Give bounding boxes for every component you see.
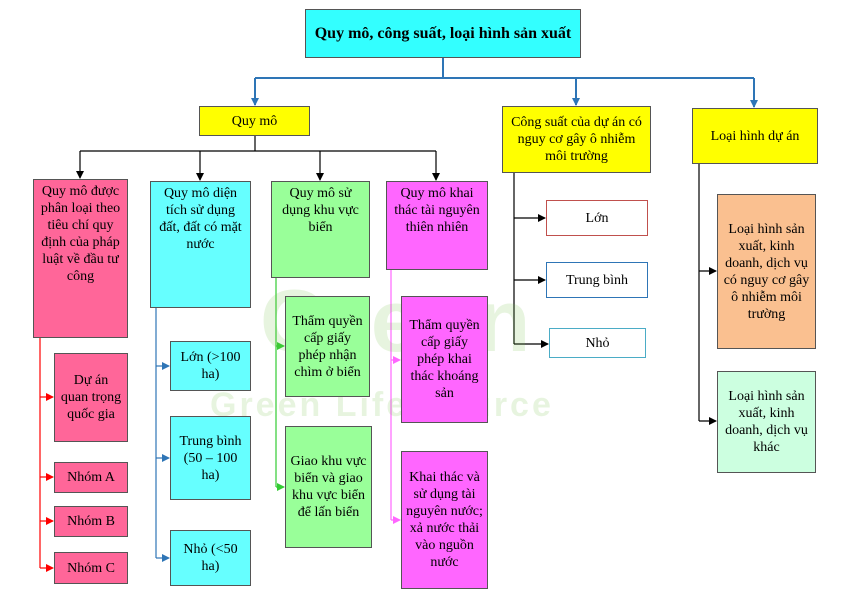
- capacity-node: Công suất của dự án có nguy cơ gây ô nhi…: [502, 106, 651, 173]
- root-node: Quy mô, công suất, loại hình sản xuất: [305, 9, 581, 58]
- land-item-small: Nhỏ (<50 ha): [170, 530, 251, 586]
- sea-item-dumping-permit: Thẩm quyền cấp giấy phép nhận chìm ở biể…: [285, 296, 370, 397]
- type-item-other: Loại hình sản xuất, kinh doanh, dịch vụ …: [717, 371, 816, 473]
- law-item-group-c: Nhóm C: [54, 552, 128, 584]
- law-item-group-a: Nhóm A: [54, 462, 128, 493]
- project-type-node: Loại hình dự án: [692, 108, 818, 164]
- land-item-medium: Trung bình (50 – 100 ha): [170, 416, 251, 500]
- land-item-large: Lớn (>100 ha): [170, 341, 251, 391]
- resource-scale-node: Quy mô khai thác tài nguyên thiên nhiên: [386, 181, 488, 270]
- law-scale-node: Quy mô được phân loại theo tiêu chí quy …: [33, 179, 128, 338]
- capacity-item-small: Nhỏ: [549, 328, 646, 358]
- sea-scale-node: Quy mô sử dụng khu vực biển: [271, 181, 370, 278]
- law-item-national: Dự án quan trọng quốc gia: [54, 353, 128, 442]
- type-item-polluting: Loại hình sản xuất, kinh doanh, dịch vụ …: [717, 194, 816, 349]
- scale-node: Quy mô: [199, 106, 310, 136]
- resource-item-water: Khai thác và sử dụng tài nguyên nước; xả…: [401, 451, 488, 589]
- capacity-item-large: Lớn: [546, 200, 648, 236]
- sea-item-sea-allocation: Giao khu vực biển và giao khu vực biển đ…: [285, 426, 372, 548]
- law-item-group-b: Nhóm B: [54, 506, 128, 537]
- resource-item-mining-permit: Thẩm quyền cấp giấy phép khai thác khoán…: [401, 296, 488, 423]
- land-scale-node: Quy mô diện tích sử dụng đất, đất có mặt…: [150, 181, 251, 308]
- capacity-item-medium: Trung bình: [546, 262, 648, 298]
